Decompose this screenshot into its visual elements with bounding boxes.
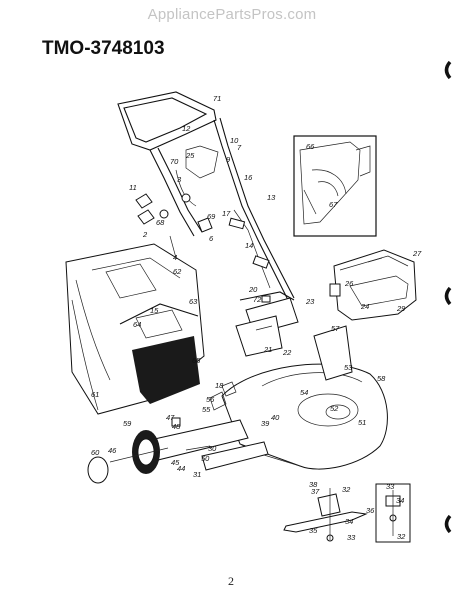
page-number: 2 <box>228 574 234 588</box>
part-callout-48: 48 <box>172 422 181 431</box>
part-callout-69: 69 <box>207 212 216 221</box>
part-callout-16: 16 <box>244 173 253 182</box>
part-callout-32: 32 <box>342 485 351 494</box>
part-callout-32: 32 <box>397 532 406 541</box>
part-callout-45: 45 <box>171 458 180 467</box>
part-callout-23: 23 <box>305 297 315 306</box>
engine-inset <box>293 135 377 237</box>
part-callout-36: 36 <box>366 506 375 515</box>
hubcap <box>87 456 109 484</box>
part-callout-26: 26 <box>344 279 354 288</box>
watermark: AppliancePartsPros.com <box>147 6 317 23</box>
engine <box>329 249 417 321</box>
part-callout-50: 50 <box>201 454 210 463</box>
part-callout-29: 29 <box>396 304 406 313</box>
diagram-title: TMO-3748103 <box>42 38 165 59</box>
blade-assembly <box>283 488 368 542</box>
part-callout-57: 57 <box>331 324 340 333</box>
control-cables <box>175 145 271 289</box>
part-callout-9: 9 <box>226 155 231 164</box>
part-callout-71: 71 <box>213 94 221 103</box>
part-callout-18: 18 <box>215 381 224 390</box>
part-callout-33: 33 <box>386 482 395 491</box>
upper-handle <box>117 91 295 301</box>
part-callout-52: 52 <box>330 404 339 413</box>
part-callout-4: 4 <box>173 253 177 262</box>
part-callout-35: 35 <box>309 526 318 535</box>
part-callout-25: 25 <box>185 151 195 160</box>
part-callout-27: 27 <box>412 249 422 258</box>
part-callout-6: 6 <box>209 234 214 243</box>
part-callout-68: 68 <box>156 218 165 227</box>
part-callout-65: 65 <box>192 356 201 365</box>
part-callout-55: 55 <box>202 405 211 414</box>
part-callout-22: 22 <box>282 348 292 357</box>
part-callout-30: 30 <box>208 444 217 453</box>
part-callout-60: 60 <box>91 448 100 457</box>
part-callout-47: 47 <box>166 413 175 422</box>
part-callout-3: 3 <box>177 175 182 184</box>
part-callout-17: 17 <box>222 209 231 218</box>
binder-mark-top <box>444 60 452 80</box>
part-callout-20: 20 <box>248 285 258 294</box>
part-callout-38: 38 <box>309 480 318 489</box>
part-callout-66: 66 <box>306 142 315 151</box>
part-callout-59: 59 <box>123 419 132 428</box>
part-callout-46: 46 <box>108 446 117 455</box>
part-callout-54: 54 <box>300 388 308 397</box>
part-callout-14: 14 <box>245 241 253 250</box>
part-callout-62: 62 <box>173 267 182 276</box>
part-callout-2: 2 <box>142 230 148 239</box>
part-callout-67: 67 <box>329 200 338 209</box>
part-callout-39: 39 <box>261 419 270 428</box>
grass-catcher <box>65 243 205 415</box>
part-callout-33: 33 <box>347 533 356 542</box>
part-callout-44: 44 <box>177 464 185 473</box>
part-callout-34: 34 <box>345 517 353 526</box>
part-callout-12: 12 <box>182 124 191 133</box>
part-callout-64: 64 <box>133 320 141 329</box>
part-callout-13: 13 <box>267 193 276 202</box>
part-callout-53: 53 <box>344 363 353 372</box>
part-callout-56: 56 <box>206 395 215 404</box>
blade-inset <box>375 483 411 543</box>
part-callout-21: 21 <box>263 345 272 354</box>
part-callout-34: 34 <box>396 496 404 505</box>
part-callout-51: 51 <box>358 418 366 427</box>
part-callout-10: 10 <box>230 136 239 145</box>
part-callout-40: 40 <box>271 413 280 422</box>
part-callout-7: 7 <box>237 143 242 152</box>
part-callout-15: 15 <box>150 306 159 315</box>
part-callout-11: 11 <box>129 183 137 192</box>
binder-mark-middle <box>444 286 452 306</box>
part-callout-37: 37 <box>311 487 320 496</box>
part-callout-61: 61 <box>91 390 99 399</box>
part-callout-72: 72 <box>253 295 262 304</box>
part-callout-24: 24 <box>360 302 369 311</box>
part-callout-31: 31 <box>193 470 201 479</box>
part-callout-58: 58 <box>377 374 386 383</box>
handle-knobs <box>135 193 213 259</box>
rear-wheel <box>109 430 169 474</box>
part-callout-70: 70 <box>170 157 179 166</box>
part-callout-63: 63 <box>189 297 198 306</box>
binder-mark-bottom <box>444 514 452 534</box>
